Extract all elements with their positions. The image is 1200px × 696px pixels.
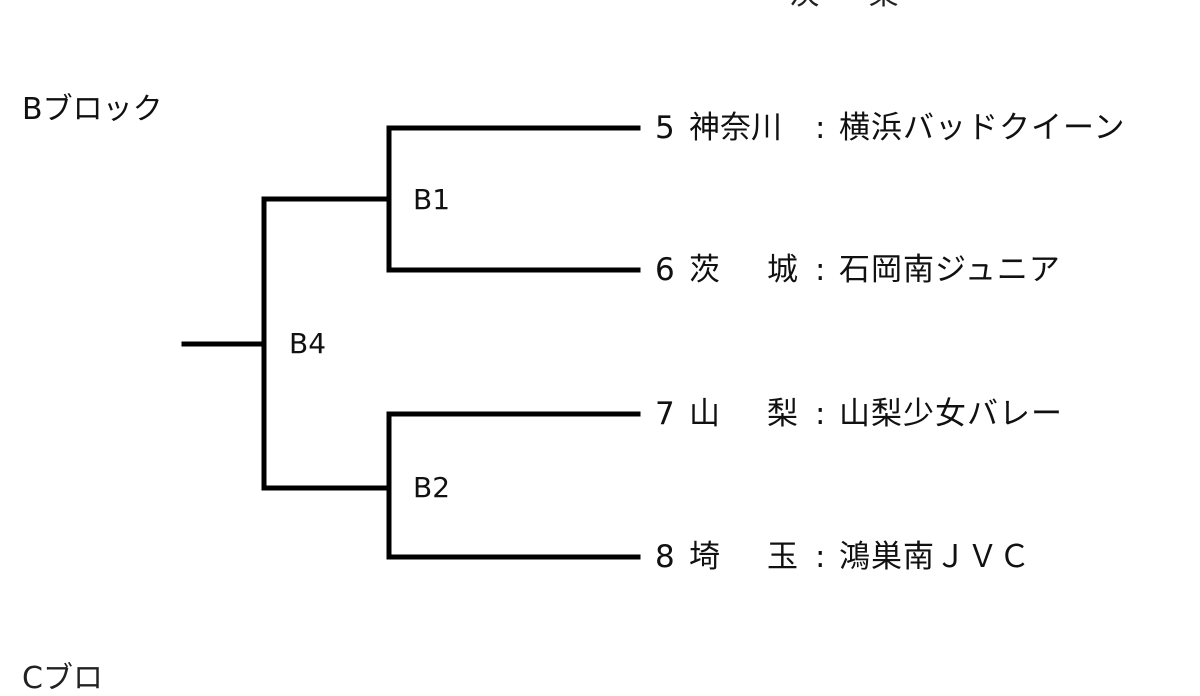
entry-prefecture-char-2: 梨: [767, 396, 798, 432]
entry-prefecture-char-1: 茨: [689, 252, 720, 288]
entry-prefecture-char-1: 埼: [689, 539, 720, 575]
entry-team-name: 石岡南ジュニア: [839, 252, 1061, 288]
entry-seed: 6: [655, 252, 675, 288]
match-label-b4: B4: [289, 327, 327, 360]
cut-off-header-text: ・・・ 茨 ・ 梨: [690, 0, 899, 12]
match-label-b1: B1: [413, 183, 451, 216]
entry-prefecture: 神奈川: [689, 110, 782, 146]
cut-off-next-block-title: Cブロ: [22, 661, 103, 696]
entry-team-name: 鴻巣南ＪＶＣ: [839, 539, 1031, 575]
entry-prefecture-char-2: 城: [767, 252, 798, 288]
block-title: Bブロック: [22, 92, 163, 127]
entry-prefecture-char-2: 玉: [767, 539, 798, 575]
tournament-bracket: [181, 125, 641, 560]
entry-team-name: 山梨少女バレー: [839, 396, 1063, 432]
match-label-b2: B2: [413, 471, 451, 504]
entry-seed: 5: [655, 110, 675, 146]
entry-team-name: 横浜バッドクイーン: [839, 110, 1126, 146]
entry-seed: 7: [655, 396, 675, 432]
entry-separator: :: [815, 396, 826, 432]
entry-separator: :: [815, 110, 826, 146]
entry-separator: :: [815, 252, 826, 288]
entry-prefecture-char-1: 山: [689, 396, 720, 432]
entry-separator: :: [815, 539, 826, 575]
entry-seed: 8: [655, 539, 675, 575]
